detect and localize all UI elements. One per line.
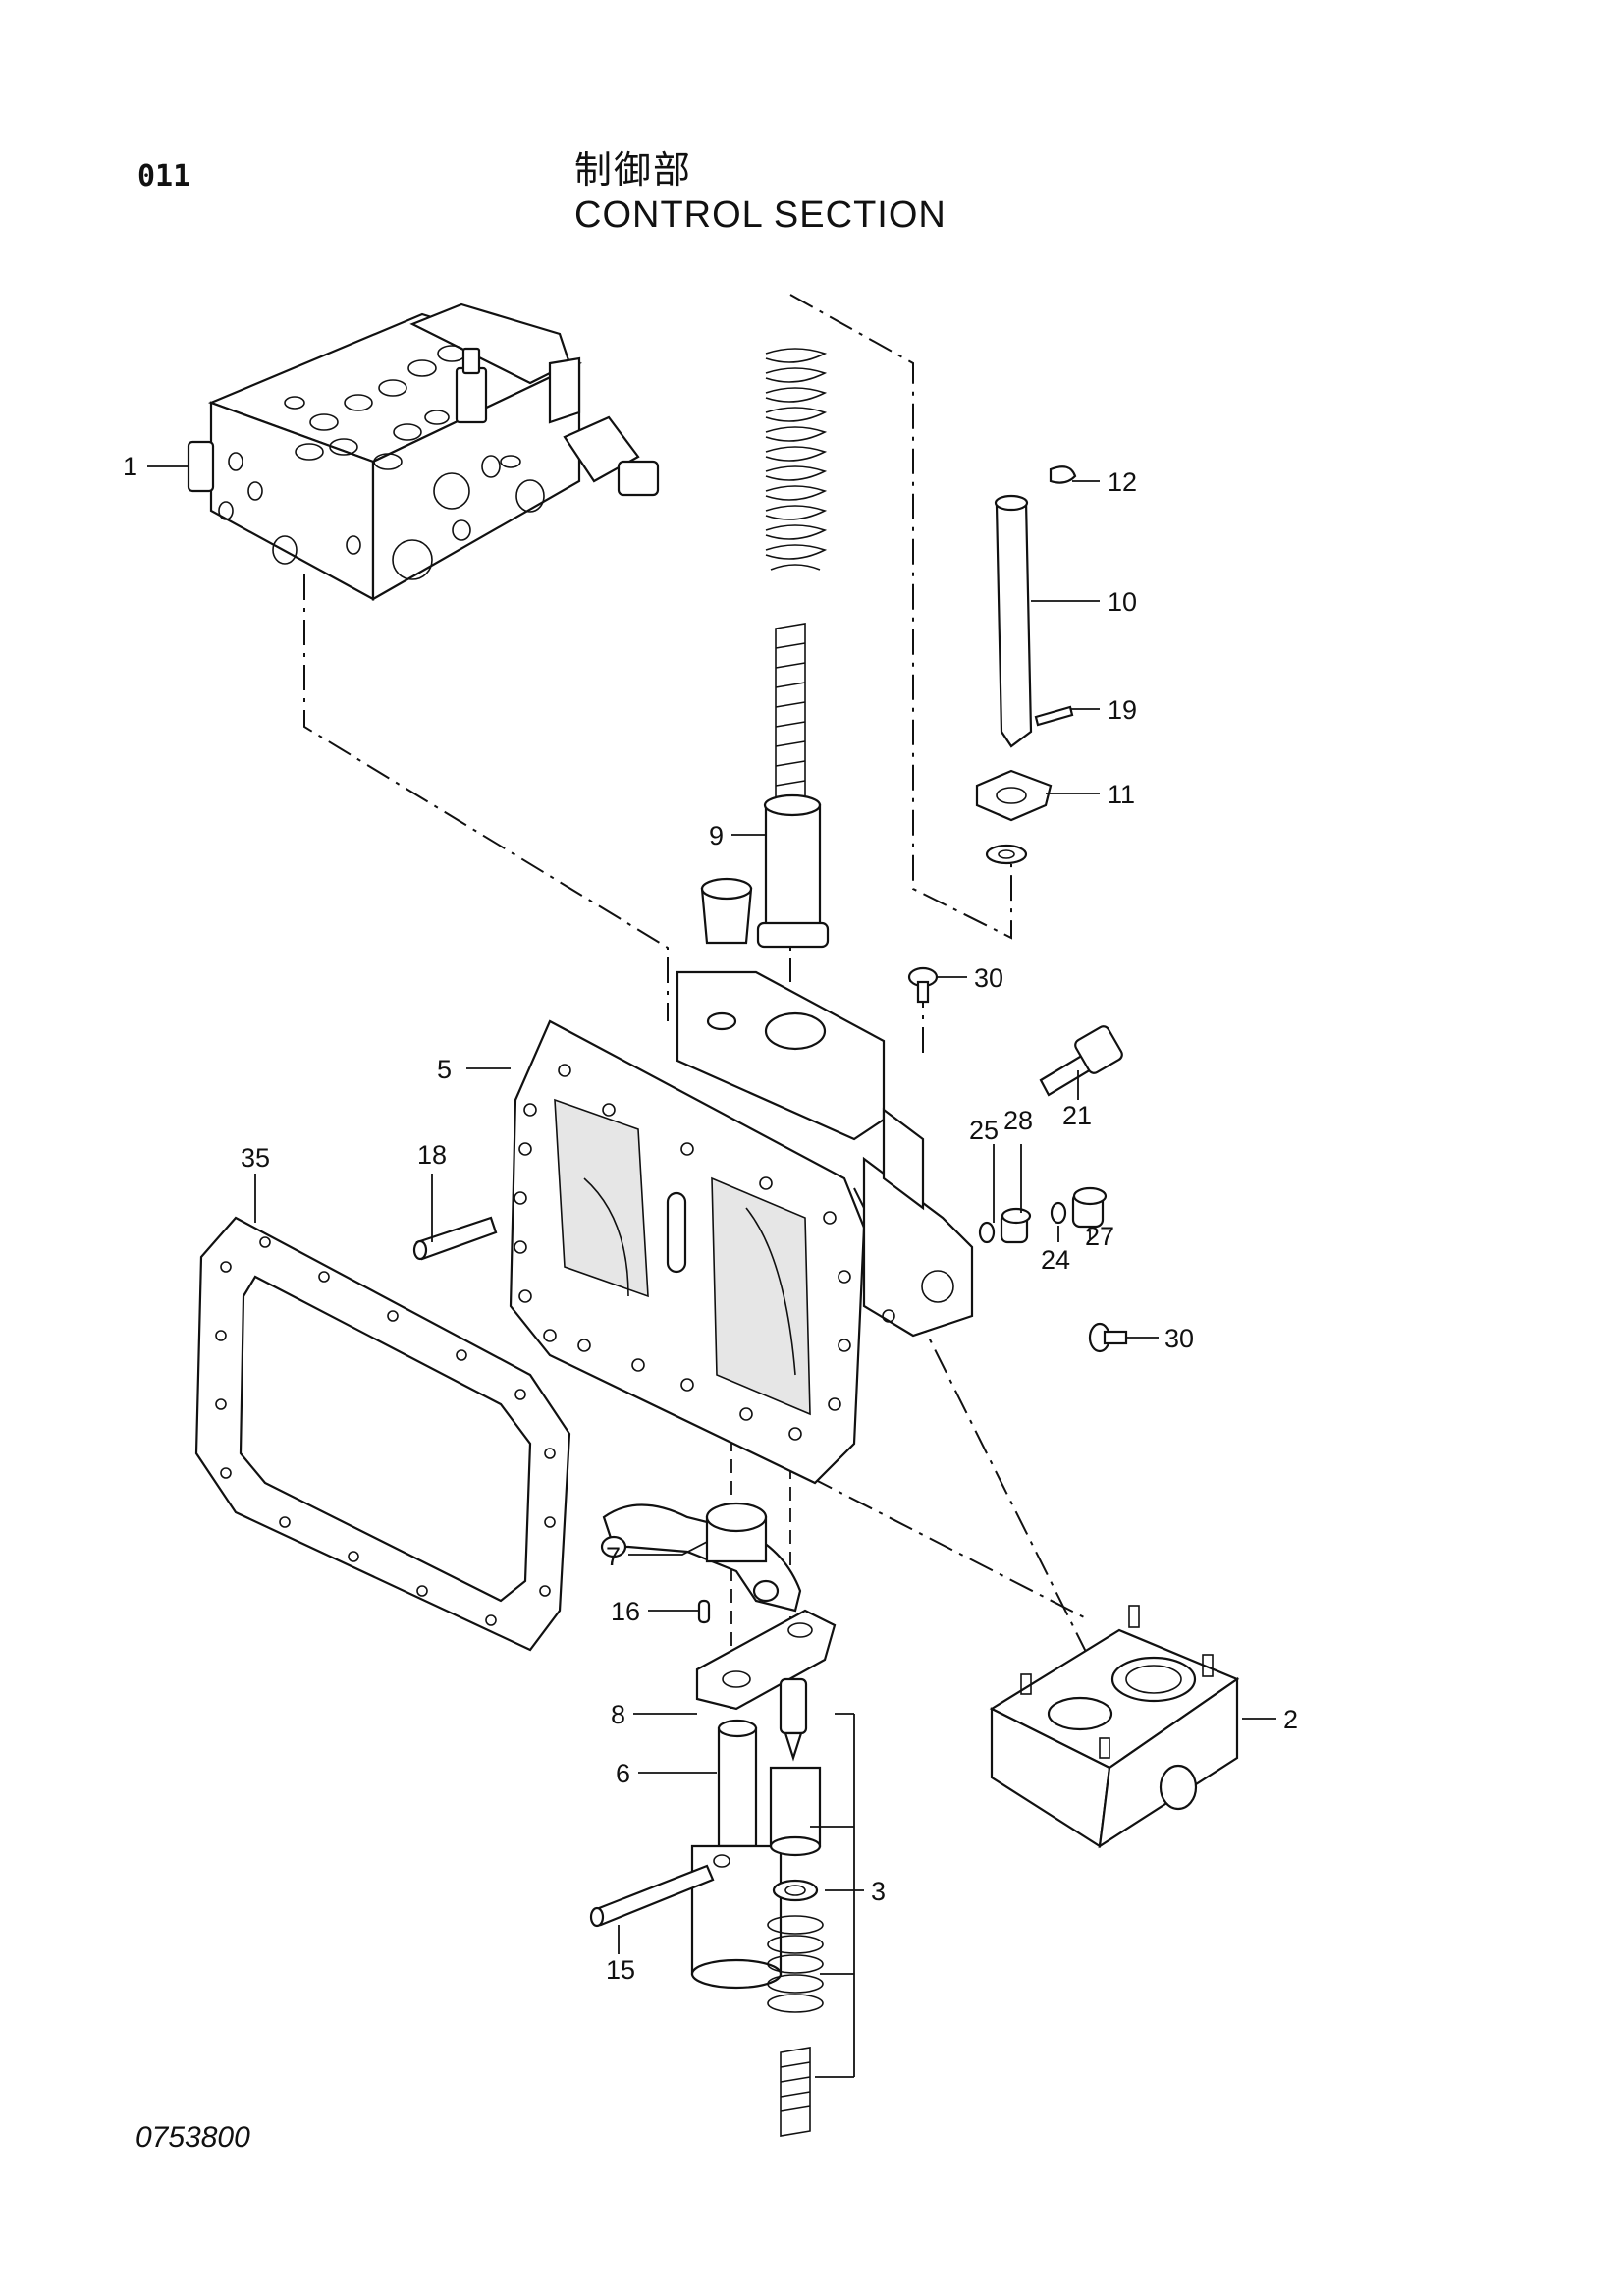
small-plug[interactable] [700,877,753,945]
part-7-lever[interactable] [600,1502,802,1613]
part-30-screw-side[interactable] [1088,1322,1128,1353]
part-1-control-valve-block[interactable] [187,302,660,601]
part-5-control-housing[interactable] [509,970,974,1485]
part-24-o-ring[interactable] [1050,1201,1067,1225]
callout-8: 8 [611,1700,625,1729]
part-3-spool-assembly[interactable] [767,1677,824,2137]
page-number: 011 [137,159,191,193]
part-19-pin[interactable] [1034,705,1074,727]
callout-24: 24 [1041,1245,1070,1275]
callout-30-side: 30 [1164,1324,1194,1353]
part-8-plate[interactable] [695,1609,837,1711]
upper-spring-assembly[interactable] [765,348,828,821]
callout-1: 1 [123,452,137,481]
callout-3: 3 [871,1877,886,1906]
callout-35: 35 [241,1143,270,1173]
leader-lines [147,465,1276,2078]
part-2-cover-block[interactable] [989,1605,1240,1849]
callout-15: 15 [606,1955,635,1985]
part-18-pin[interactable] [412,1216,498,1261]
part-16-pin[interactable] [697,1599,711,1624]
callout-11: 11 [1108,780,1135,809]
part-10-rod[interactable] [994,494,1033,748]
part-9-sleeve[interactable] [756,793,830,949]
part-12-snap-ring[interactable] [1049,465,1077,484]
part-25-o-ring[interactable] [978,1221,996,1244]
callout-30-top: 30 [974,963,1003,993]
callout-28: 28 [1003,1106,1033,1135]
part-6-piston[interactable] [690,1719,783,1990]
callout-labels: 1 2 3 5 6 7 8 9 10 11 12 15 16 18 19 21 … [123,452,1298,1985]
part-27-plug[interactable] [1071,1186,1108,1229]
callout-6: 6 [616,1759,630,1788]
title-english: CONTROL SECTION [574,194,947,236]
callout-12: 12 [1108,467,1137,497]
drawing-number: 0753800 [135,2121,250,2154]
callout-25: 25 [969,1116,999,1145]
callout-19: 19 [1108,695,1137,725]
part-21-bolt[interactable] [1039,1024,1124,1097]
callout-2: 2 [1283,1705,1298,1734]
callout-10: 10 [1108,587,1137,617]
callout-5: 5 [437,1055,452,1084]
part-15-pin[interactable] [589,1864,715,1928]
callout-18: 18 [417,1140,447,1170]
callout-9: 9 [709,821,724,850]
callout-27: 27 [1085,1222,1114,1251]
part-28-plug[interactable] [1000,1207,1032,1244]
title-japanese: 制御部 [574,148,693,191]
callout-16: 16 [611,1597,640,1626]
callout-7: 7 [606,1542,621,1571]
part-30-screw-top[interactable] [907,966,939,1004]
part-35-gasket[interactable] [194,1216,571,1652]
callout-21: 21 [1062,1101,1092,1130]
part-11-stopper[interactable] [975,769,1053,865]
